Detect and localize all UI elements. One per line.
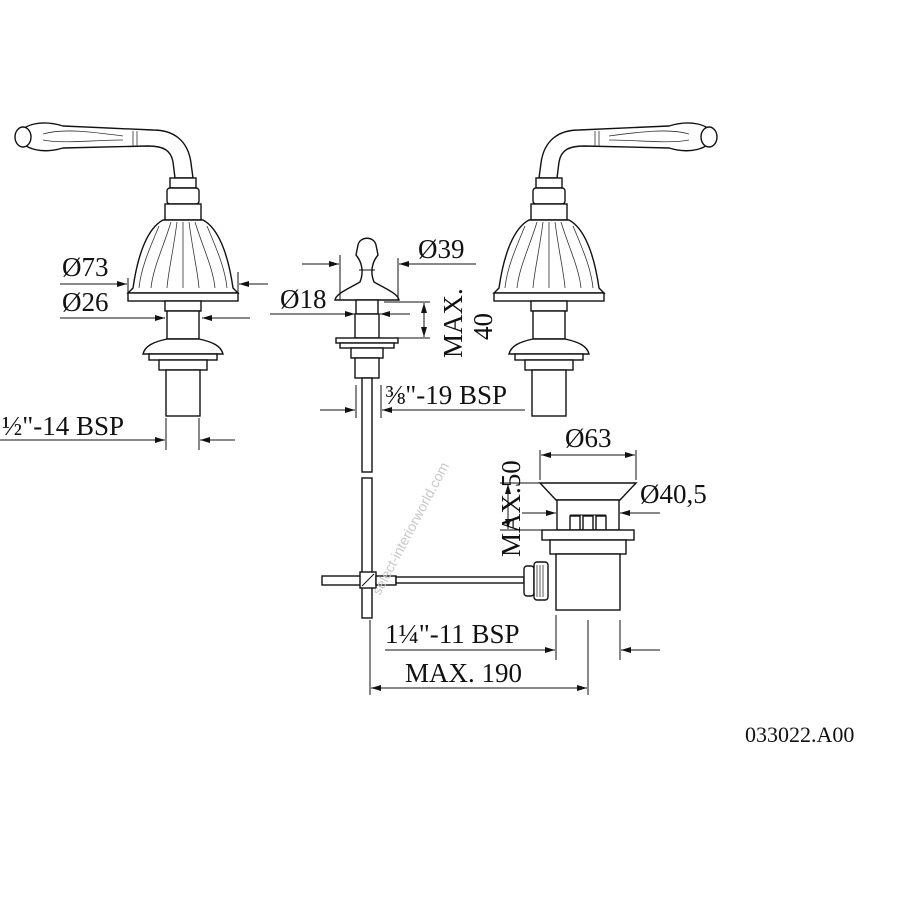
dim-handle-inner-diameter: Ø26: [62, 287, 109, 317]
popup-rod-drawing: [321, 237, 525, 619]
drain-drawing: [523, 482, 638, 611]
left-valve-drawing: [14, 122, 239, 417]
dim-knob-diameter: Ø39: [418, 234, 465, 264]
dim-rod-thread: ⅜"-19 BSP: [385, 380, 507, 410]
dim-knob-max-label: MAX.: [438, 288, 468, 358]
dim-max-length: MAX. 190: [405, 658, 522, 688]
left-dimension-lines: [0, 272, 268, 450]
center-dimension-lines: [270, 255, 660, 695]
dim-drain-body-diameter: Ø40,5: [640, 479, 707, 509]
dim-handle-outer-diameter: Ø73: [62, 252, 109, 282]
dim-drain-max-height: MAX.50: [496, 460, 526, 557]
dim-knob-stem-diameter: Ø18: [280, 284, 327, 314]
product-code: 033022.A00: [745, 722, 854, 747]
dim-drain-flange-diameter: Ø63: [565, 423, 612, 453]
dim-valve-thread: ½"-14 BSP: [2, 411, 124, 441]
dim-knob-max-value: 40: [468, 313, 498, 340]
right-valve-drawing: [493, 122, 718, 417]
dim-drain-thread: 1¼"-11 BSP: [385, 619, 520, 649]
